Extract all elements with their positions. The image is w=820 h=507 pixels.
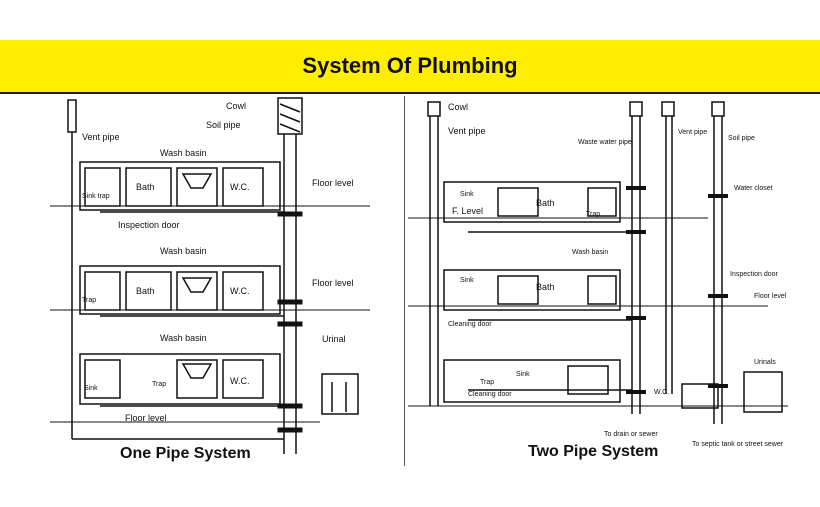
label-bath-4: Bath (536, 282, 555, 292)
label-trap-3: Trap (586, 211, 600, 218)
label-urinal: Urinal (322, 334, 346, 344)
panel-divider (404, 96, 405, 466)
label-bath-1: Bath (136, 182, 155, 192)
label-cleaning-door-2: Cleaning door (468, 391, 512, 398)
label-vent-pipe-2: Vent pipe (448, 126, 486, 136)
label-cowl-2: Cowl (448, 102, 468, 112)
label-soil-pipe-2: Soil pipe (728, 135, 755, 142)
label-floor-level-2: Floor level (312, 278, 354, 288)
label-sink-4: Sink (516, 371, 530, 378)
label-vent-pipe-3: Vent pipe (678, 129, 707, 136)
vent-cowl-left (67, 99, 77, 133)
label-inspection-door-2: Inspection door (730, 271, 779, 278)
label-waste-water-pipe: Waste water pipe (578, 139, 632, 146)
label-trap-1: Trap (82, 297, 96, 304)
caption-one-pipe: One Pipe System (120, 445, 251, 462)
label-floor-level-bottom: Floor level (125, 413, 167, 423)
label-sink: Sink (84, 385, 98, 392)
label-sink-3: Sink (460, 277, 474, 284)
label-urinals: Urinals (754, 359, 776, 366)
caption-two-pipe: Two Pipe System (528, 443, 658, 460)
label-wc-2: W.C. (230, 286, 250, 296)
label-wash-basin-4: Wash basin (572, 249, 608, 256)
label-wash-basin-1: Wash basin (160, 148, 207, 158)
label-to-drain: To drain or sewer (604, 431, 658, 438)
label-inspection-door: Inspection door (118, 220, 180, 230)
label-bath-3: Bath (536, 198, 555, 208)
one-pipe-svg: Vent pipe Cowl Soil pipe Wash basin Wash… (50, 97, 370, 462)
label-sink-trap: Sink trap (82, 193, 110, 200)
label-water-closet: Water closet (734, 185, 773, 192)
label-wc-3: W.C. (230, 376, 250, 386)
two-pipe-svg: Cowl Vent pipe Waste water pipe Vent pip… (408, 101, 788, 460)
title-banner: System Of Plumbing (0, 40, 820, 94)
label-trap-4: Trap (480, 379, 494, 386)
cowl-shape (277, 97, 303, 135)
label-vent-pipe: Vent pipe (82, 132, 120, 142)
label-floor-level-3: Floor level (754, 293, 787, 300)
label-wash-basin-3: Wash basin (160, 333, 207, 343)
label-cleaning-door-1: Cleaning door (448, 321, 492, 328)
label-to-septic: To septic tank or street sewer (692, 441, 784, 448)
label-sink-2: Sink (460, 191, 474, 198)
label-bath-2: Bath (136, 286, 155, 296)
page-title: System Of Plumbing (302, 53, 518, 78)
label-soil-pipe: Soil pipe (206, 120, 241, 130)
label-floor-level-1: Floor level (312, 178, 354, 188)
one-pipe-diagram: Vent pipe Cowl Soil pipe Wash basin Wash… (40, 94, 405, 469)
label-wc-4: W.C. (654, 389, 669, 396)
label-f-level: F. Level (452, 206, 483, 216)
two-pipe-diagram: Cowl Vent pipe Waste water pipe Vent pip… (408, 94, 820, 469)
label-wc-1: W.C. (230, 182, 250, 192)
label-cowl: Cowl (226, 101, 246, 111)
label-trap-2: Trap (152, 381, 166, 388)
label-wash-basin-2: Wash basin (160, 246, 207, 256)
